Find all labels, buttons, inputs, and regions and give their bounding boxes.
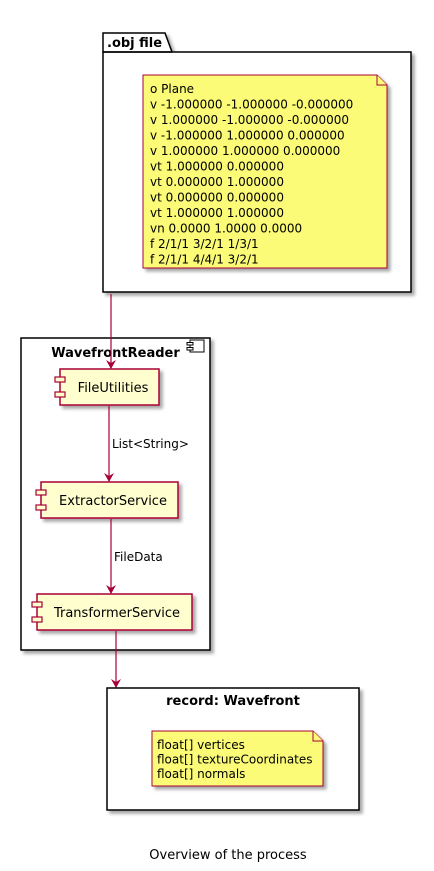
extractor-service-component[interactable]: ExtractorService — [35, 481, 179, 519]
obj-file-note-fold — [376, 75, 387, 86]
component-port-icon — [35, 489, 47, 496]
record-note-line: float[] normals — [157, 767, 245, 781]
obj-note-line: vt 0.000000 1.000000 — [150, 175, 284, 189]
obj-note-line: v -1.000000 1.000000 0.000000 — [150, 129, 345, 143]
obj-file-package-tab — [102, 32, 173, 53]
component-icon — [186, 339, 205, 353]
transformer-service-label: TransformerService — [53, 606, 180, 621]
edges: List<String> FileData — [104, 294, 189, 688]
component-port-icon — [31, 601, 43, 608]
component-port-icon — [31, 616, 43, 623]
record-note-line: float[] textureCoordinates — [157, 753, 313, 767]
component-port-icon — [54, 376, 66, 383]
diagram-caption: Overview of the process — [149, 848, 307, 863]
file-utilities-component[interactable]: FileUtilities — [54, 368, 160, 406]
obj-file-package: .obj file o Plane v -1.000000 -1.000000 -… — [102, 32, 412, 293]
transformer-service-component[interactable]: TransformerService — [31, 593, 193, 631]
obj-note-line: f 2/1/1 3/2/1 1/3/1 — [150, 237, 259, 251]
record-note-fold — [312, 731, 323, 742]
extractor-service-label: ExtractorService — [59, 494, 167, 509]
wavefront-reader-title: WavefrontReader — [51, 346, 180, 361]
obj-note-line: o Plane — [150, 82, 194, 96]
file-utilities-label: FileUtilities — [78, 381, 149, 396]
obj-note-line: v 1.000000 1.000000 0.000000 — [150, 144, 340, 158]
obj-note-line: v -1.000000 -1.000000 -0.000000 — [150, 98, 353, 112]
obj-file-package-title: .obj file — [107, 36, 162, 51]
obj-note-line: vn 0.0000 1.0000 0.0000 — [150, 222, 302, 236]
record-wavefront-title: record: Wavefront — [166, 694, 300, 709]
record-wavefront-package: record: Wavefront float[] verticesfloat[… — [106, 687, 360, 811]
edge-label-list: List<String> — [112, 437, 189, 451]
wavefront-reader-container: WavefrontReader FileUtilities ExtractorS… — [20, 337, 211, 651]
edge-label-filedata: FileData — [114, 550, 163, 564]
obj-note-line: vt 1.000000 1.000000 — [150, 206, 284, 220]
component-port-icon — [35, 504, 47, 511]
obj-note-line: v 1.000000 -1.000000 -0.000000 — [150, 113, 349, 127]
record-note-body — [151, 730, 324, 787]
obj-note-line: vt 1.000000 0.000000 — [150, 160, 284, 174]
obj-note-line: f 2/1/1 4/4/1 3/2/1 — [150, 253, 259, 267]
obj-note-line: vt 0.000000 0.000000 — [150, 191, 284, 205]
record-note-line: float[] vertices — [157, 738, 245, 752]
component-port-icon — [54, 391, 66, 398]
obj-file-note-body — [142, 74, 388, 269]
